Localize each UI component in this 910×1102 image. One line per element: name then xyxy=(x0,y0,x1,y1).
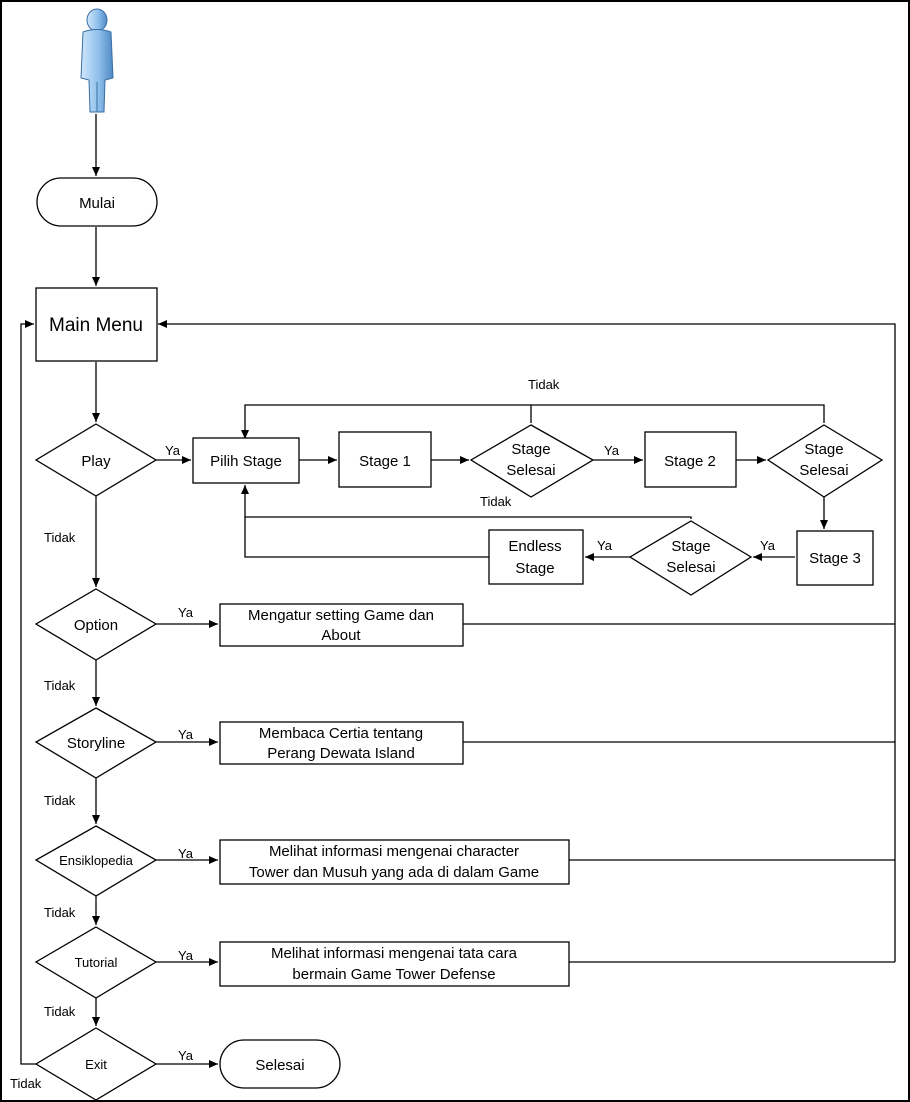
ensiklopedia-action-line2: Tower dan Musuh yang ada di dalam Game xyxy=(249,864,539,881)
user-figure-icon xyxy=(80,8,114,113)
selesai2-yes-label: Ya xyxy=(760,538,776,553)
tutorial-decision xyxy=(34,926,158,999)
stage-selesai-2-decision xyxy=(766,424,884,498)
tutorial-no-label: Tidak xyxy=(44,1004,76,1019)
selesai1-yes-label: Ya xyxy=(604,443,620,458)
stage2-label: Stage 2 xyxy=(664,453,716,470)
selesai3-yes-label: Ya xyxy=(597,538,613,553)
stage-selesai-2-line2: Selesai xyxy=(799,462,848,479)
endless-line1: Endless xyxy=(508,538,561,555)
option-action-line2: About xyxy=(321,627,361,644)
option-decision xyxy=(34,588,158,661)
pilih-stage-box xyxy=(192,437,300,484)
ensiklopedia-no-label: Tidak xyxy=(44,905,76,920)
endless-line2: Stage xyxy=(515,560,554,577)
tutorial-label: Tutorial xyxy=(75,955,118,970)
pilih-stage-label: Pilih Stage xyxy=(210,453,282,470)
stage2-box xyxy=(644,431,737,488)
stage-selesai-1-line1: Stage xyxy=(511,441,550,458)
tutorial-yes-label: Ya xyxy=(178,948,194,963)
storyline-decision xyxy=(34,707,158,779)
ensiklopedia-label: Ensiklopedia xyxy=(59,853,133,868)
stage-selesai-3-line1: Stage xyxy=(671,538,710,555)
storyline-action-line2: Perang Dewata Island xyxy=(267,745,415,762)
start-terminator xyxy=(36,177,158,227)
option-no-label: Tidak xyxy=(44,678,76,693)
play-label: Play xyxy=(81,453,111,470)
ensiklopedia-action-box xyxy=(219,839,570,885)
loop-top-no-label: Tidak xyxy=(528,377,560,392)
stage-selesai-3-line2: Selesai xyxy=(666,559,715,576)
main-menu-box xyxy=(35,287,158,362)
loop-bottom-no-label: Tidak xyxy=(480,494,512,509)
storyline-action-line1: Membaca Certia tentang xyxy=(259,725,423,742)
option-label: Option xyxy=(74,617,118,634)
play-decision xyxy=(34,423,158,497)
exit-label: Exit xyxy=(85,1057,107,1072)
stage3-label: Stage 3 xyxy=(809,550,861,567)
option-action-box xyxy=(219,603,464,647)
stage1-box xyxy=(338,431,432,488)
storyline-no-label: Tidak xyxy=(44,793,76,808)
edge-labels: Ya Tidak Ya Tidak Tidak Ya Ya Ya Tidak Y… xyxy=(10,377,776,1091)
play-yes-label: Ya xyxy=(165,443,181,458)
exit-yes-label: Ya xyxy=(178,1048,194,1063)
stage-selesai-1-line2: Selesai xyxy=(506,462,555,479)
stage1-label: Stage 1 xyxy=(359,453,411,470)
exit-no-label: Tidak xyxy=(10,1076,42,1091)
end-label: Selesai xyxy=(255,1057,304,1074)
end-terminator xyxy=(219,1039,341,1089)
storyline-yes-label: Ya xyxy=(178,727,194,742)
ensiklopedia-decision xyxy=(34,825,158,897)
storyline-action-box xyxy=(219,721,464,765)
main-menu-label: Main Menu xyxy=(49,315,143,336)
option-yes-label: Ya xyxy=(178,605,194,620)
storyline-label: Storyline xyxy=(67,735,125,752)
ensiklopedia-yes-label: Ya xyxy=(178,846,194,861)
endless-stage-box xyxy=(488,529,584,585)
ensiklopedia-action-line1: Melihat informasi mengenai character xyxy=(269,843,519,860)
tutorial-action-line2: bermain Game Tower Defense xyxy=(292,966,495,983)
exit-decision xyxy=(34,1027,158,1101)
tutorial-action-box xyxy=(219,941,570,987)
stage-selesai-2-line1: Stage xyxy=(804,441,843,458)
connectors xyxy=(20,114,896,1068)
tutorial-action-line1: Melihat informasi mengenai tata cara xyxy=(271,945,518,962)
stage3-box xyxy=(796,530,874,586)
option-action-line1: Mengatur setting Game dan xyxy=(248,607,434,624)
stage-selesai-3-decision xyxy=(628,520,753,596)
stage-selesai-1-decision xyxy=(469,424,595,498)
start-label: Mulai xyxy=(79,195,115,212)
play-no-label: Tidak xyxy=(44,530,76,545)
